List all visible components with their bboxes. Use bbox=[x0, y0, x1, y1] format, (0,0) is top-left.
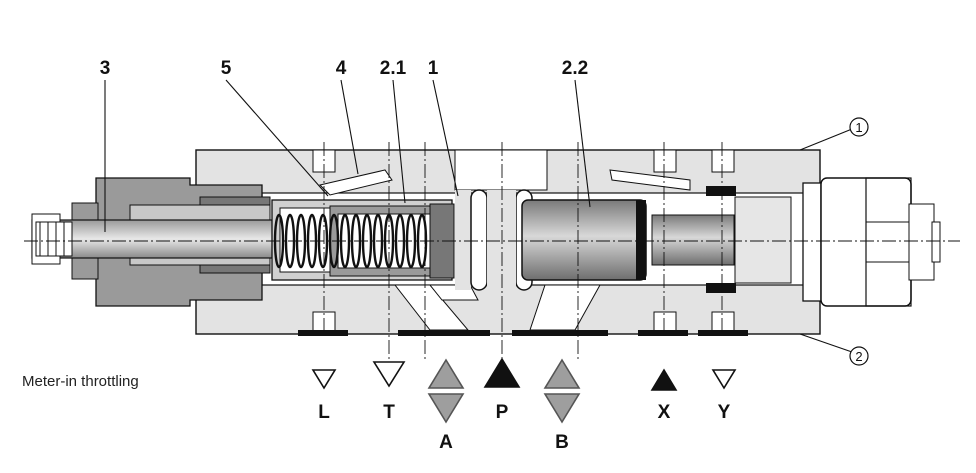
port-symbol bbox=[427, 358, 465, 389]
port-label-y: Y bbox=[718, 402, 731, 423]
callout-4: 4 bbox=[336, 58, 347, 79]
port-label-t: T bbox=[383, 402, 395, 423]
callout-1: 1 bbox=[428, 58, 439, 79]
port-b: B bbox=[543, 358, 581, 453]
port-p: P bbox=[483, 357, 521, 423]
port-y: Y bbox=[711, 369, 737, 423]
port-symbol bbox=[483, 357, 521, 388]
callout-3: 3 bbox=[100, 58, 111, 79]
callout-2-2: 2.2 bbox=[562, 58, 588, 79]
circled-ref-1: 1 bbox=[849, 117, 869, 137]
port-symbol bbox=[311, 369, 337, 390]
callout-5: 5 bbox=[221, 58, 232, 79]
port-symbol bbox=[427, 393, 465, 424]
port-l: L bbox=[311, 369, 337, 423]
port-legend: L T A P B X Y bbox=[311, 357, 737, 453]
circled-ref-2: 2 bbox=[849, 346, 869, 366]
caption-meter-in-throttling: Meter-in throttling bbox=[22, 373, 139, 390]
callout-labels: 3 5 4 2.1 1 2.2 bbox=[100, 58, 589, 79]
port-label-l: L bbox=[318, 402, 330, 423]
svg-text:2: 2 bbox=[855, 349, 862, 364]
port-symbol bbox=[711, 369, 737, 390]
centre-lines bbox=[24, 142, 960, 362]
port-symbol bbox=[543, 393, 581, 424]
port-label-x: X bbox=[658, 402, 671, 423]
svg-text:1: 1 bbox=[855, 120, 862, 135]
port-symbol bbox=[372, 361, 406, 388]
port-label-a: A bbox=[439, 432, 453, 453]
callout-2-1: 2.1 bbox=[380, 58, 407, 79]
end-cap bbox=[802, 177, 941, 307]
port-t: T bbox=[372, 361, 406, 423]
port-label-p: P bbox=[496, 402, 509, 423]
piston-2-2 bbox=[521, 186, 792, 293]
port-symbol bbox=[650, 368, 678, 391]
port-label-b: B bbox=[555, 432, 569, 453]
leader-lines bbox=[104, 79, 853, 353]
port-a: A bbox=[427, 358, 465, 453]
port-x: X bbox=[650, 368, 678, 423]
port-symbol bbox=[543, 358, 581, 389]
